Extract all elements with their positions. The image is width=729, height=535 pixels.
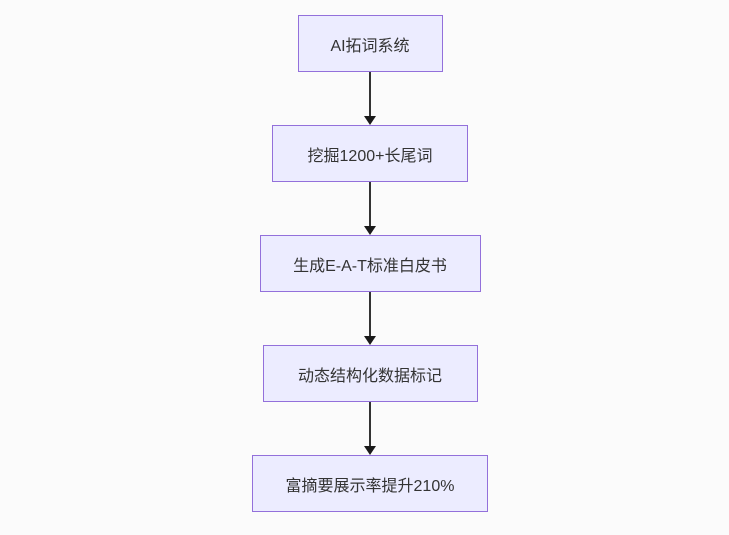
arrow-line: [369, 72, 371, 116]
flowchart-node-1: AI拓词系统: [297, 15, 443, 72]
arrow-connector-3: [364, 292, 376, 345]
node-label: 动态结构化数据标记: [297, 367, 442, 385]
arrow-connector-1: [364, 72, 376, 125]
flowchart-node-2: 挖掘1200+长尾词: [272, 125, 468, 182]
arrow-line: [369, 292, 371, 336]
arrow-down-icon: [364, 446, 376, 455]
arrow-down-icon: [364, 116, 376, 125]
node-label: 富摘要展示率提升210%: [285, 477, 455, 495]
arrow-connector-4: [364, 402, 376, 455]
flowchart-node-4: 动态结构化数据标记: [262, 345, 478, 402]
node-label: AI拓词系统: [330, 37, 410, 55]
flowchart-node-3: 生成E-A-T标准白皮书: [259, 235, 481, 292]
arrow-line: [369, 182, 371, 226]
arrow-connector-2: [364, 182, 376, 235]
node-label: 生成E-A-T标准白皮书: [293, 257, 447, 275]
arrow-line: [369, 402, 371, 446]
flowchart: AI拓词系统 挖掘1200+长尾词 生成E-A-T标准白皮书 动态结构化数据标记…: [252, 15, 488, 512]
arrow-down-icon: [364, 226, 376, 235]
arrow-down-icon: [364, 336, 376, 345]
flowchart-node-5: 富摘要展示率提升210%: [252, 455, 488, 512]
node-label: 挖掘1200+长尾词: [307, 147, 433, 165]
